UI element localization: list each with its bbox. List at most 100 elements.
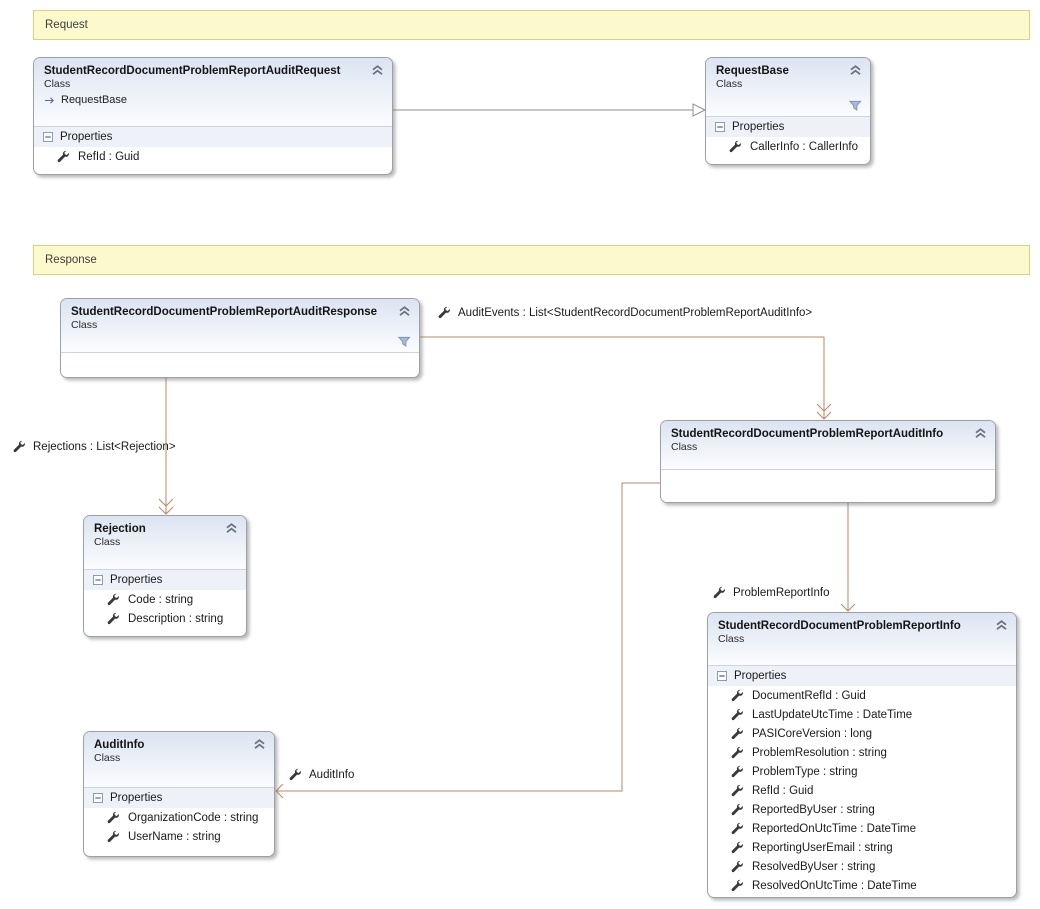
properties-label: Properties [60, 131, 113, 143]
class-stereotype: Class [44, 78, 71, 90]
wrench-icon [12, 440, 25, 453]
properties-section-header[interactable]: Properties [84, 569, 246, 590]
property-label: Code : string [128, 593, 194, 606]
request-banner[interactable]: Request [33, 10, 1030, 40]
audit-events-association-label[interactable]: AuditEvents : List<StudentRecordDocument… [437, 306, 812, 319]
property-label: CallerInfo : CallerInfo [750, 140, 859, 153]
properties-section-header[interactable]: Properties [34, 126, 392, 147]
properties-section-header[interactable]: Properties [708, 665, 1016, 686]
wrench-icon [437, 306, 450, 319]
class-body-empty [61, 352, 419, 377]
class-title: StudentRecordDocumentProblemReportAuditR… [44, 65, 341, 77]
property-row[interactable]: Description : string [84, 609, 246, 628]
audit-info-association-label[interactable]: AuditInfo [288, 768, 354, 781]
property-row[interactable]: LastUpdateUtcTime : DateTime [708, 705, 1016, 724]
property-row[interactable]: Code : string [84, 590, 246, 609]
property-row[interactable]: RefId : Guid [708, 781, 1016, 800]
wrench-icon [730, 746, 743, 759]
property-row[interactable]: ResolvedOnUtcTime : DateTime [708, 876, 1016, 895]
class-header: StudentRecordDocumentProblemReportAuditR… [61, 299, 419, 352]
class-box-request-base[interactable]: RequestBase Class Properties CallerInfo … [705, 57, 871, 165]
class-header: StudentRecordDocumentProblemReportAuditR… [34, 58, 392, 126]
class-title: RequestBase [716, 65, 789, 77]
property-label: OrganizationCode : string [128, 811, 259, 824]
property-row[interactable]: OrganizationCode : string [84, 808, 274, 827]
property-row[interactable]: UserName : string [84, 827, 274, 846]
response-banner[interactable]: Response [33, 245, 1030, 275]
wrench-icon [106, 593, 119, 606]
property-row[interactable]: DocumentRefId : Guid [708, 686, 1016, 705]
class-box-sr-audit-info[interactable]: StudentRecordDocumentProblemReportAuditI… [660, 420, 996, 503]
class-box-audit-response[interactable]: StudentRecordDocumentProblemReportAuditR… [60, 298, 420, 378]
property-row[interactable]: ProblemResolution : string [708, 743, 1016, 762]
problem-report-info-association-label[interactable]: ProblemReportInfo [712, 586, 830, 599]
class-stereotype: Class [94, 752, 121, 764]
minus-box-icon[interactable] [43, 132, 53, 142]
property-row[interactable]: ReportingUserEmail : string [708, 838, 1016, 857]
collapse-chevron-icon[interactable] [398, 306, 411, 317]
property-label: ReportedOnUtcTime : DateTime [752, 822, 917, 835]
class-title: Rejection [94, 523, 146, 535]
property-row[interactable]: PASICoreVersion : long [708, 724, 1016, 743]
inheritance-connector [393, 103, 707, 117]
class-stereotype: Class [716, 78, 743, 90]
inherits-row: RequestBase [44, 94, 366, 106]
property-row[interactable]: ProblemType : string [708, 762, 1016, 781]
collapse-chevron-icon[interactable] [974, 428, 987, 439]
filter-funnel-icon[interactable] [398, 336, 411, 348]
class-stereotype: Class [718, 633, 745, 645]
wrench-icon [106, 811, 119, 824]
property-row[interactable]: ReportedByUser : string [708, 800, 1016, 819]
class-stereotype: Class [94, 536, 121, 548]
class-title: StudentRecordDocumentProblemReportAuditI… [671, 428, 944, 440]
minus-box-icon[interactable] [715, 122, 725, 132]
property-row[interactable]: ReportedOnUtcTime : DateTime [708, 819, 1016, 838]
collapse-chevron-icon[interactable] [225, 523, 238, 534]
property-label: Description : string [128, 612, 224, 625]
association-label-text: ProblemReportInfo [733, 586, 830, 599]
class-box-rejection[interactable]: Rejection Class Properties Code : string… [83, 515, 247, 637]
wrench-icon [106, 612, 119, 625]
collapse-chevron-icon[interactable] [253, 739, 266, 750]
collapse-chevron-icon[interactable] [371, 65, 384, 76]
property-label: PASICoreVersion : long [752, 727, 872, 740]
class-body-empty [661, 469, 995, 502]
request-banner-label: Request [45, 19, 88, 31]
property-row[interactable]: RefId : Guid [34, 147, 392, 166]
properties-section-header[interactable]: Properties [706, 116, 870, 137]
wrench-icon [712, 586, 725, 599]
class-box-sr-problem-report-info[interactable]: StudentRecordDocumentProblemReportInfo C… [707, 612, 1017, 898]
class-header: Rejection Class [84, 516, 246, 569]
class-header: RequestBase Class [706, 58, 870, 116]
wrench-icon [730, 727, 743, 740]
association-label-text: Rejections : List<Rejection> [33, 440, 176, 453]
class-box-audit-request[interactable]: StudentRecordDocumentProblemReportAuditR… [33, 57, 393, 175]
minus-box-icon[interactable] [93, 793, 103, 803]
wrench-icon [730, 860, 743, 873]
properties-label: Properties [732, 121, 785, 133]
property-label: ReportedByUser : string [752, 803, 875, 816]
property-row[interactable]: CallerInfo : CallerInfo [706, 137, 870, 156]
minus-box-icon[interactable] [93, 575, 103, 585]
class-box-audit-info[interactable]: AuditInfo Class Properties OrganizationC… [83, 731, 275, 857]
property-label: RefId : Guid [78, 150, 140, 163]
properties-section-header[interactable]: Properties [84, 787, 274, 808]
rejections-association-label[interactable]: Rejections : List<Rejection> [12, 440, 176, 453]
audit-events-connector [420, 336, 832, 420]
class-title: StudentRecordDocumentProblemReportAuditR… [71, 306, 378, 318]
class-header: StudentRecordDocumentProblemReportInfo C… [708, 613, 1016, 665]
properties-label: Properties [734, 670, 787, 682]
collapse-chevron-icon[interactable] [995, 620, 1008, 631]
filter-funnel-icon[interactable] [849, 100, 862, 112]
problem-report-info-connector [840, 503, 856, 612]
class-stereotype: Class [671, 441, 698, 453]
collapse-chevron-icon[interactable] [849, 65, 862, 76]
properties-label: Properties [110, 792, 163, 804]
class-stereotype: Class [71, 319, 98, 331]
property-row[interactable]: ResolvedByUser : string [708, 857, 1016, 876]
property-label: ProblemType : string [752, 765, 858, 778]
wrench-icon [730, 841, 743, 854]
minus-box-icon[interactable] [717, 671, 727, 681]
